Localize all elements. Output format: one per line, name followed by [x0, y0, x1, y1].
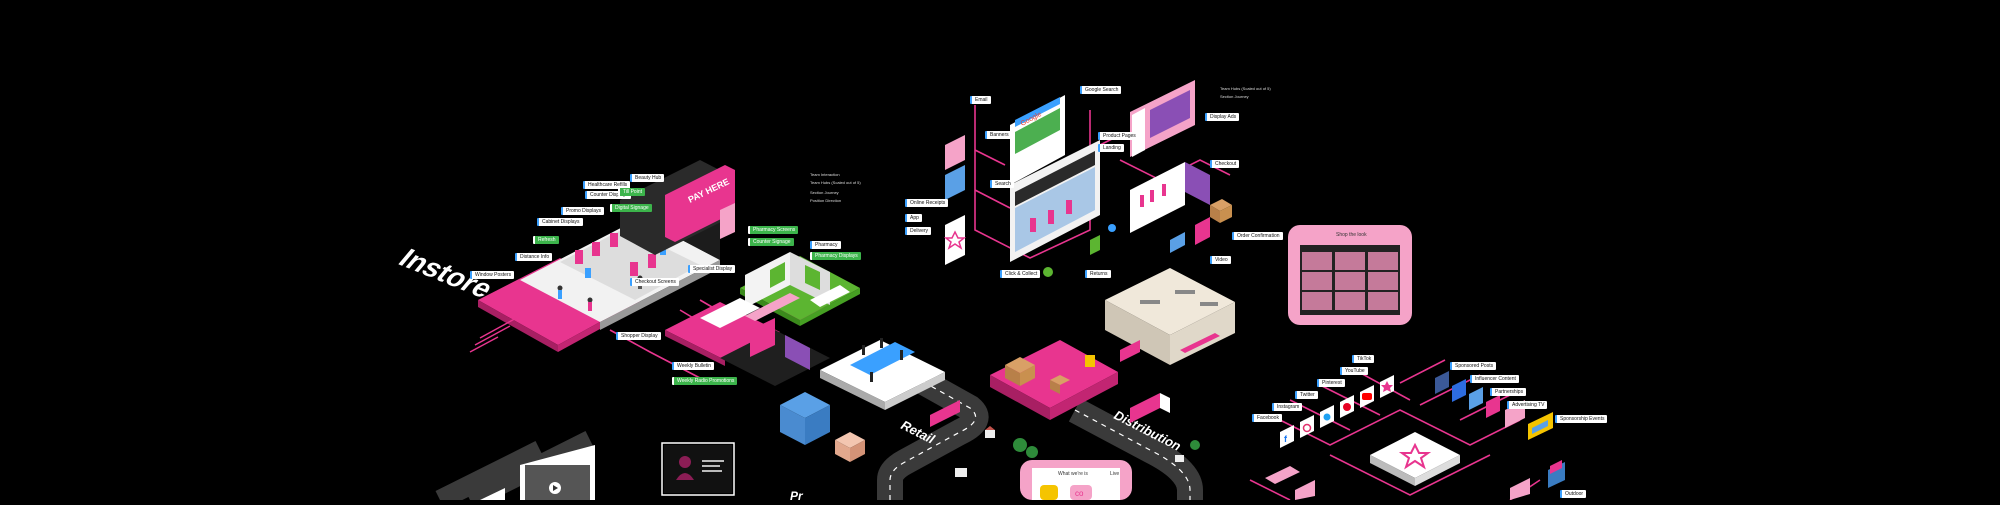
tag-partnerships: Partnerships — [1490, 388, 1527, 396]
tag-pinterest: Pinterest — [1317, 379, 1345, 387]
tag-healthcare-refills: Healthcare Refills — [583, 181, 631, 189]
tag-email: Email — [970, 96, 991, 104]
youtube-icon — [1360, 385, 1374, 408]
tag-pharmacy: Pharmacy — [810, 241, 841, 249]
tag-refresh: Refresh — [533, 236, 559, 244]
legend-position-direction: Position Direction — [810, 198, 842, 203]
tag-outdoor: Outdoor — [1560, 490, 1587, 498]
tag-online-receipts: Online Receipts — [905, 199, 949, 207]
tag-sponsored-posts: Sponsored Posts — [1450, 362, 1497, 370]
shop-the-look-title: Shop the look — [1336, 232, 1367, 238]
tag-instagram: Instagram — [1272, 403, 1303, 411]
studio-dark — [720, 318, 830, 386]
legend-team-interaction: Team Interaction — [810, 172, 840, 177]
tag-weekly-radio: Weekly Radio Promotions — [672, 377, 738, 385]
tag-search: Search — [990, 180, 1014, 188]
legend-section-journey: Section Journey — [810, 190, 839, 195]
social-icons: f — [1265, 371, 1565, 500]
tag-checkout-screens: Checkout Screens — [630, 278, 679, 286]
tag-pharmacy-screens: Pharmacy Screens — [748, 226, 799, 234]
tag-window-posters: Window Posters — [470, 271, 515, 279]
tag-app: App — [905, 214, 922, 222]
online-section: Google — [943, 80, 1232, 277]
shop-the-look-panel — [1288, 225, 1412, 325]
svg-text:Pr: Pr — [790, 489, 804, 500]
tag-sponsorship-events: Sponsorship Events — [1555, 415, 1608, 423]
twitter-icon — [1320, 405, 1334, 428]
pinterest-icon — [1340, 395, 1354, 418]
tag-beauty-hub: Beauty Hub — [630, 174, 665, 182]
star-app-icon — [1380, 375, 1394, 398]
social-hub — [1370, 432, 1460, 486]
tag-advertising-tv: Advertising TV — [1507, 401, 1548, 409]
tag-shopper-display: Shopper Display — [616, 332, 661, 340]
instagram-icon — [1300, 415, 1314, 438]
legend-tr-team-hubs: Team Hubs (Scaled out of 5) — [1220, 86, 1271, 91]
svg-text:f: f — [1284, 434, 1288, 444]
tag-returns: Returns — [1085, 270, 1111, 278]
facebook-icon: f — [1280, 425, 1294, 448]
tag-twitter: Twitter — [1295, 391, 1318, 399]
tag-distance-info: Distance Info — [515, 253, 553, 261]
svg-text:co: co — [1075, 489, 1084, 498]
phone-title-right: Live — [1110, 471, 1120, 477]
tag-counter-signage: Counter Signage — [748, 238, 794, 246]
tag-video: Video — [1210, 256, 1231, 264]
tag-display-ads: Display Ads — [1205, 113, 1240, 121]
pay-here-sign — [665, 165, 735, 242]
tag-youtube: YouTube — [1340, 367, 1368, 375]
tag-influencer-content: Influencer Content — [1470, 375, 1519, 383]
tag-facebook: Facebook — [1252, 414, 1282, 422]
tag-digital-signage: Digital Signage — [610, 204, 652, 212]
tag-cabinet-displays: Cabinet Displays — [537, 218, 583, 226]
tag-pharmacy-displays: Pharmacy Displays — [810, 252, 861, 260]
tag-tiktok: TikTok — [1352, 355, 1375, 363]
tag-till-point: Till Point — [618, 188, 645, 196]
brand-tiles — [1435, 371, 1553, 440]
tag-order-confirmation: Order Confirmation — [1232, 232, 1283, 240]
tag-promo-displays: Promo Displays — [561, 207, 605, 215]
tag-specialist-display: Specialist Display — [688, 265, 736, 273]
phone-title-left: What we're is — [1058, 471, 1088, 477]
legend-team-hubs: Team Hubs (Scaled out of 5) — [810, 180, 861, 185]
distribution-zone: Distribution — [955, 268, 1235, 477]
tag-delivery: Delivery — [905, 227, 932, 235]
tag-landing: Landing — [1098, 144, 1124, 152]
phone-panel: co — [1020, 460, 1132, 500]
tag-product-pages: Product Pages — [1098, 132, 1139, 140]
tag-checkout: Checkout — [1210, 160, 1240, 168]
tag-click-collect: Click & Collect — [1000, 270, 1041, 278]
legend-tr-section-journey: Section Journey — [1220, 94, 1249, 99]
tag-weekly-bulletin: Weekly Bulletin — [672, 362, 715, 370]
road — [435, 368, 1203, 505]
tag-google-search: Google Search — [1080, 86, 1122, 94]
tag-counter-displays: Counter Displays — [585, 191, 632, 199]
tag-banners: Banners — [985, 131, 1012, 139]
video-panels: Pr — [480, 442, 804, 503]
